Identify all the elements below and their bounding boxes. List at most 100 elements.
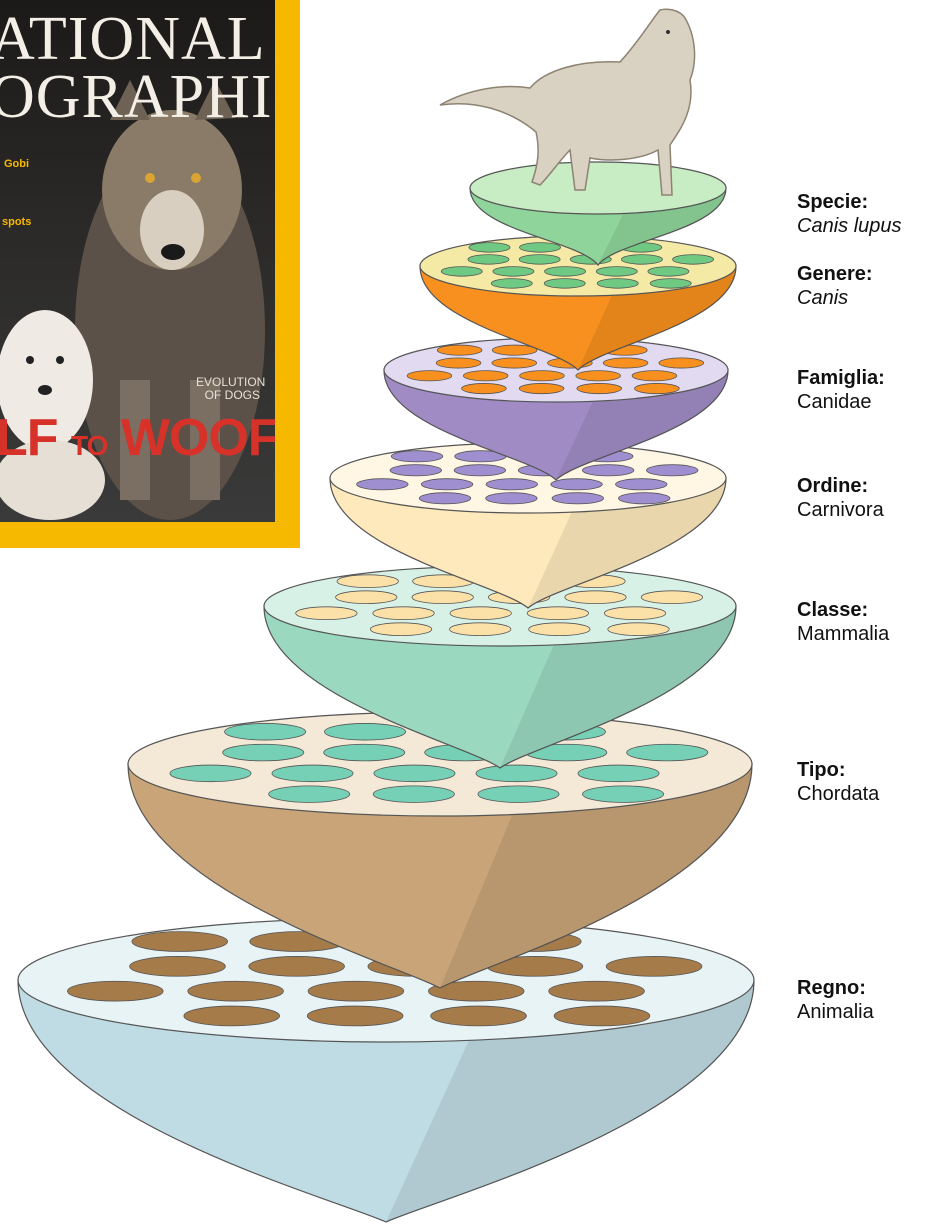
- subgroup-spot: [272, 765, 353, 782]
- subgroup-spot: [419, 493, 470, 504]
- subgroup-spot: [577, 383, 622, 393]
- rank-name: Famiglia:: [797, 366, 885, 390]
- subgroup-spot: [583, 786, 664, 803]
- subgroup-spot: [621, 255, 662, 265]
- subgroup-spot: [659, 358, 704, 368]
- rank-name: Ordine:: [797, 474, 884, 498]
- subgroup-spot: [578, 765, 659, 782]
- subgroup-spot: [454, 465, 505, 476]
- subgroup-spot: [597, 279, 638, 289]
- label-level-1: Specie:Canis lupus: [797, 190, 902, 238]
- subgroup-spot: [67, 981, 163, 1001]
- subgroup-spot: [324, 723, 405, 740]
- subgroup-spot: [390, 465, 441, 476]
- label-level-3: Famiglia:Canidae: [797, 366, 885, 414]
- subgroup-spot: [436, 358, 481, 368]
- subgroup-spot: [468, 255, 509, 265]
- subgroup-spot: [421, 479, 472, 490]
- subgroup-spot: [184, 1006, 280, 1026]
- subgroup-spot: [337, 575, 398, 588]
- subgroup-spot: [223, 744, 304, 761]
- rank-name: Tipo:: [797, 758, 879, 782]
- label-level-6: Tipo:Chordata: [797, 758, 879, 806]
- subgroup-spot: [673, 255, 714, 265]
- subgroup-spot: [373, 786, 454, 803]
- subgroup-spot: [576, 371, 621, 381]
- subgroup-spot: [520, 243, 561, 253]
- subgroup-spot: [462, 383, 507, 393]
- rank-name: Genere:: [797, 262, 873, 286]
- taxon-name: Canis lupus: [797, 214, 902, 238]
- subgroup-spot: [519, 255, 560, 265]
- label-level-2: Genere:Canis: [797, 262, 873, 310]
- subgroup-spot: [635, 383, 680, 393]
- subgroup-spot: [269, 786, 350, 803]
- subgroup-spot: [357, 479, 408, 490]
- subgroup-spot: [491, 279, 532, 289]
- subgroup-spot: [627, 744, 708, 761]
- subgroup-spot: [519, 383, 564, 393]
- label-level-4: Ordine:Carnivora: [797, 474, 884, 522]
- subgroup-spot: [374, 765, 455, 782]
- taxon-name: Animalia: [797, 1000, 874, 1024]
- subgroup-spot: [648, 267, 689, 277]
- subgroup-spot: [373, 607, 434, 620]
- label-level-7: Regno:Animalia: [797, 976, 874, 1024]
- subgroup-spot: [324, 744, 405, 761]
- rank-name: Regno:: [797, 976, 874, 1000]
- subgroup-spot: [650, 279, 691, 289]
- subgroup-spot: [249, 956, 345, 976]
- subgroup-spot: [463, 371, 508, 381]
- subgroup-spot: [554, 1006, 650, 1026]
- subgroup-spot: [307, 1006, 403, 1026]
- subgroup-spot: [132, 932, 228, 952]
- subgroup-spot: [565, 591, 626, 604]
- subgroup-spot: [549, 981, 645, 1001]
- cone-top-surface: [470, 162, 726, 214]
- subgroup-spot: [608, 623, 669, 636]
- subgroup-spot: [450, 623, 511, 636]
- subgroup-spot: [641, 591, 702, 604]
- subgroup-spot: [412, 591, 473, 604]
- taxon-name: Carnivora: [797, 498, 884, 522]
- taxon-name: Chordata: [797, 782, 879, 806]
- subgroup-spot: [170, 765, 251, 782]
- taxon-name: Canidae: [797, 390, 885, 414]
- subgroup-spot: [545, 267, 586, 277]
- subgroup-spot: [618, 493, 669, 504]
- subgroup-spot: [450, 607, 511, 620]
- subgroup-spot: [616, 479, 667, 490]
- subgroup-spot: [632, 371, 677, 381]
- subgroup-spot: [486, 493, 537, 504]
- subgroup-spot: [478, 786, 559, 803]
- subgroup-spot: [469, 243, 510, 253]
- subgroup-spot: [431, 1006, 527, 1026]
- subgroup-spot: [552, 493, 603, 504]
- subgroup-spot: [520, 371, 565, 381]
- taxon-name: Mammalia: [797, 622, 889, 646]
- subgroup-spot: [544, 279, 585, 289]
- subgroup-spot: [130, 956, 226, 976]
- subgroup-spot: [527, 607, 588, 620]
- subgroup-spot: [492, 358, 537, 368]
- subgroup-spot: [551, 479, 602, 490]
- subgroup-spot: [188, 981, 284, 1001]
- subgroup-spot: [225, 723, 306, 740]
- label-level-5: Classe:Mammalia: [797, 598, 889, 646]
- subgroup-spot: [646, 465, 697, 476]
- rank-name: Specie:: [797, 190, 902, 214]
- subgroup-spot: [582, 465, 633, 476]
- subgroup-spot: [391, 451, 442, 462]
- subgroup-spot: [476, 765, 557, 782]
- subgroup-spot: [486, 479, 537, 490]
- subgroup-spot: [441, 267, 482, 277]
- rank-name: Classe:: [797, 598, 889, 622]
- subgroup-spot: [603, 358, 648, 368]
- taxon-name: Canis: [797, 286, 873, 310]
- subgroup-spot: [437, 345, 482, 355]
- subgroup-spot: [296, 607, 357, 620]
- subgroup-spot: [407, 371, 452, 381]
- subgroup-spot: [604, 607, 665, 620]
- subgroup-spot: [336, 591, 397, 604]
- subgroup-spot: [370, 623, 431, 636]
